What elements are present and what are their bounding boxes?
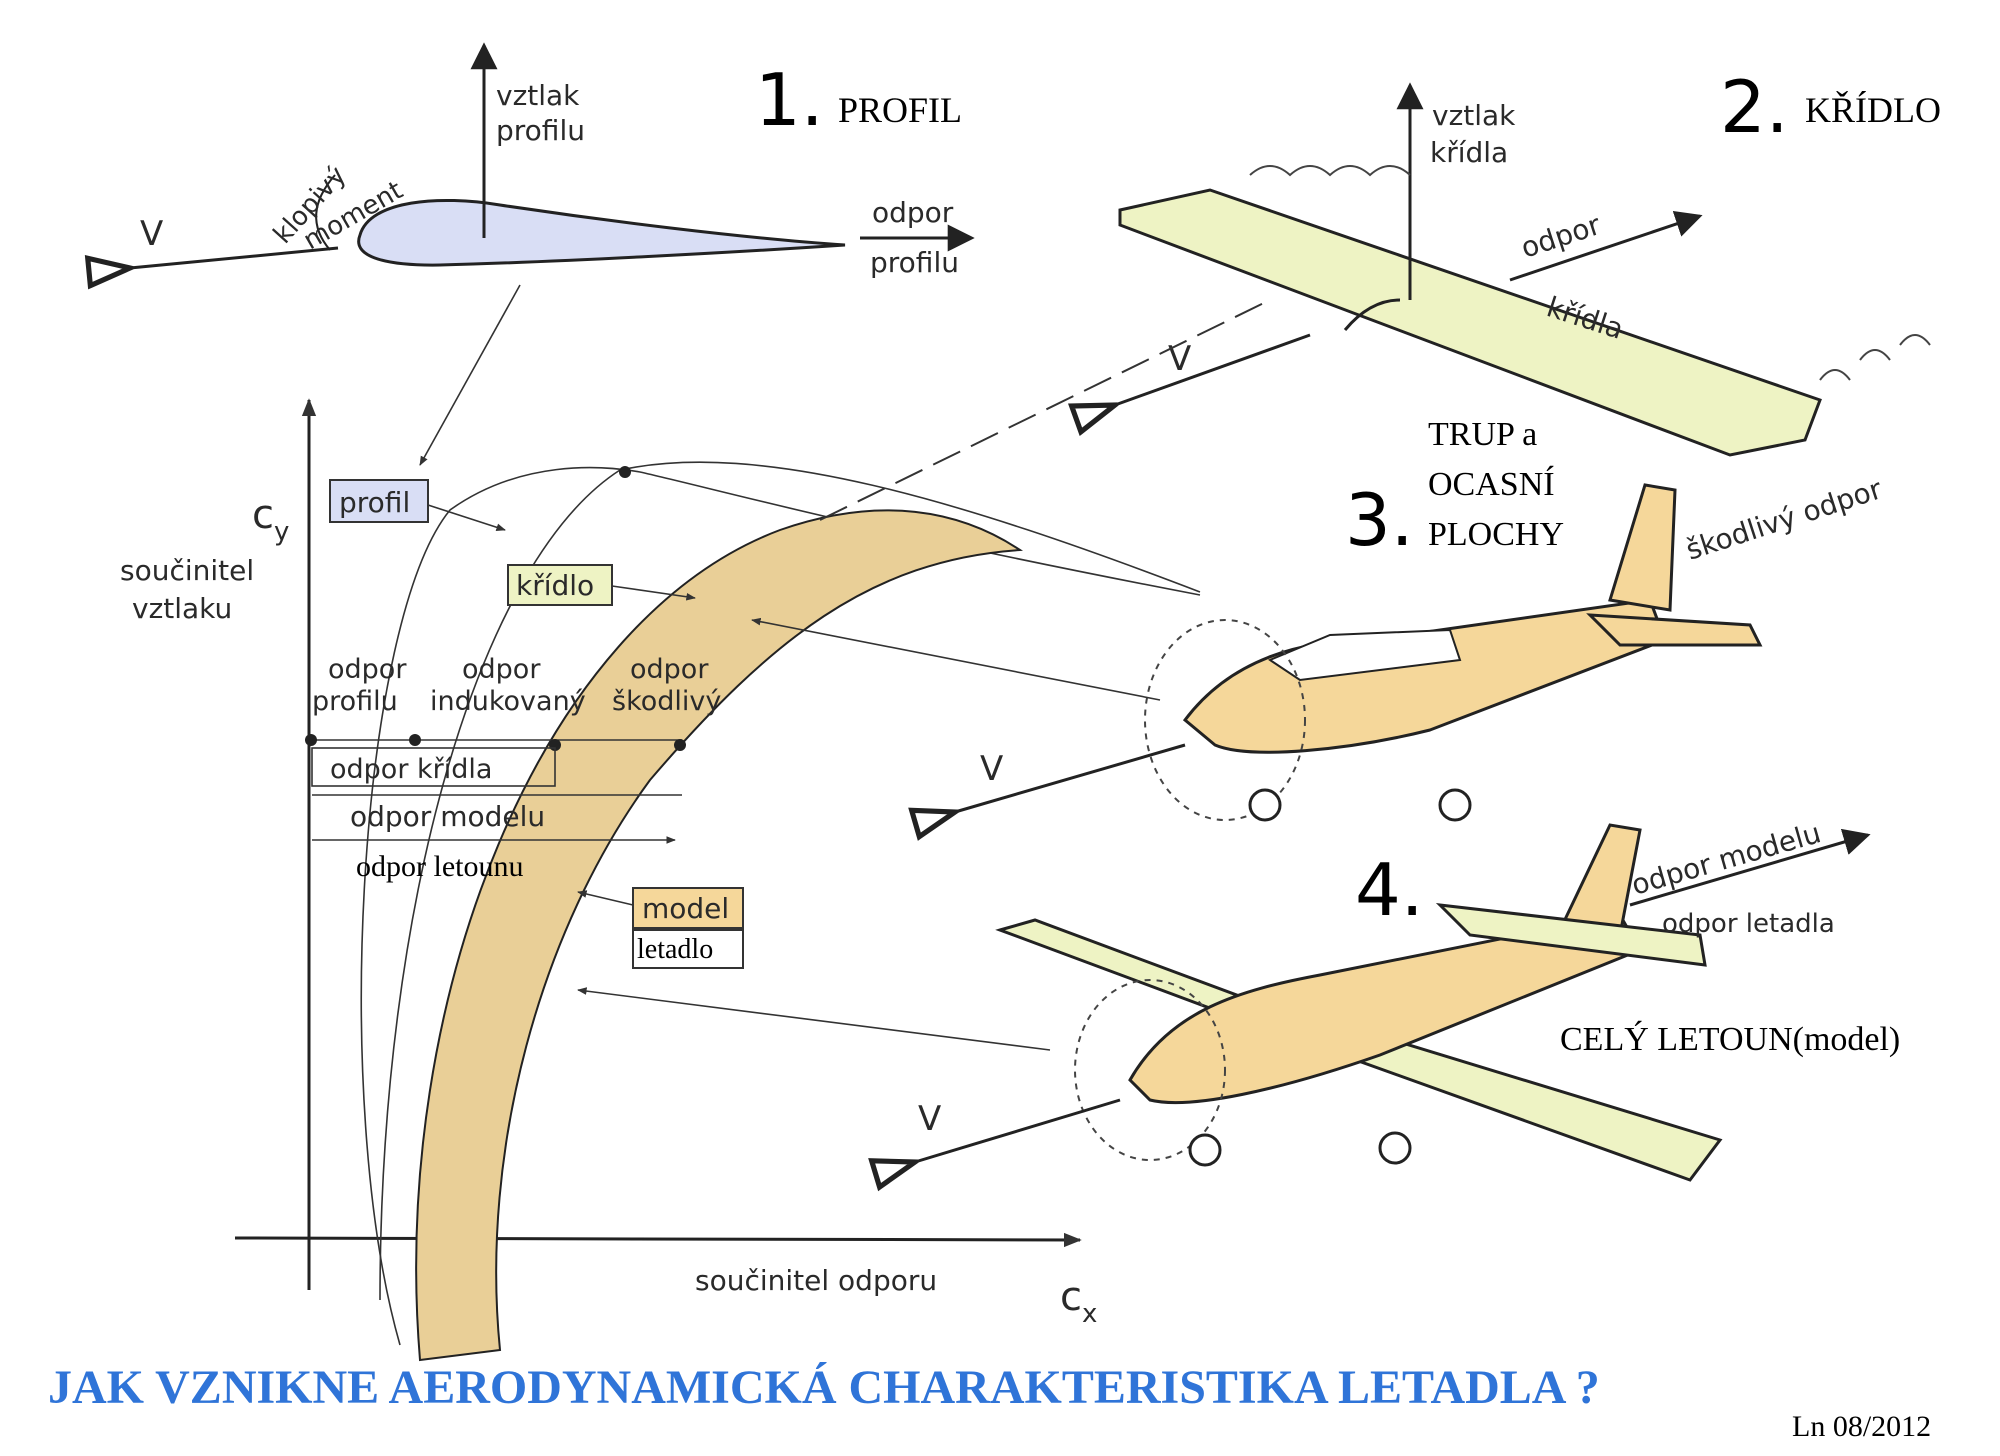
section-3-label-2: OCASNÍ	[1428, 466, 1555, 503]
moment-arc	[315, 174, 336, 251]
col2-label-1: odpor	[462, 654, 541, 685]
tag-model-leader	[577, 890, 634, 906]
page-title: JAK VZNIKNE AERODYNAMICKÁ CHARAKTERISTIK…	[48, 1361, 1600, 1414]
fuselage-v-label: V	[980, 749, 1003, 789]
section-fuselage: 3. TRUP a OCASNÍ PLOCHY V škodlivý odpor	[955, 416, 1886, 820]
bar-letounu: odpor letounu	[356, 850, 523, 883]
link-line-wing	[819, 299, 1271, 521]
wing-lift-label-2: křídla	[1430, 136, 1508, 169]
y-axis-symbol: cy	[252, 492, 289, 547]
wing-vortices	[1249, 165, 1931, 381]
wing-root-rib	[1343, 298, 1401, 331]
tag-profil: profil	[339, 486, 410, 519]
col3-label-2: škodlivý	[612, 686, 721, 717]
link-line-profile	[419, 284, 521, 466]
harmful-drag-label: škodlivý odpor	[1682, 472, 1886, 566]
whole-v-label: V	[918, 1099, 941, 1139]
fuselage-velocity-arrow	[955, 743, 1186, 812]
profile-lift-label: vztlak	[496, 79, 580, 112]
whole-propeller-disc	[1074, 979, 1226, 1161]
wing-velocity-arrow	[1115, 333, 1311, 405]
tag-model: model	[642, 892, 729, 925]
x-axis-symbol: cx	[1060, 1274, 1097, 1329]
section-1-label: PROFIL	[838, 90, 962, 130]
profile-v-label: V	[140, 214, 163, 254]
whole-velocity-arrow	[915, 1098, 1121, 1162]
fuselage-canopy	[1267, 628, 1462, 682]
section-3-number: 3.	[1345, 478, 1414, 562]
polar-graph: cy součinitel vztlaku součinitel odporu …	[120, 284, 1271, 1362]
wing-lift-label: vztlak	[1432, 99, 1516, 132]
section-wing: 2. KŘÍDLO vztlak křídla odpor křídla V	[1115, 65, 1941, 457]
fuselage-fin	[1608, 483, 1677, 612]
col2-label-2: indukovaný	[430, 686, 586, 717]
bar-modelu: odpor modelu	[350, 800, 545, 833]
x-axis-label: součinitel odporu	[695, 1264, 937, 1297]
fuselage-wheel-left	[1248, 788, 1282, 822]
whole-tailplane	[1435, 903, 1707, 967]
col3-label-1: odpor	[630, 654, 709, 685]
drag-point-1	[305, 734, 317, 746]
wing-drag-arrow	[1509, 210, 1703, 282]
bar-kridla: odpor křídla	[330, 754, 492, 785]
whole-fin	[1557, 823, 1642, 937]
whole-wheel-right	[1378, 1131, 1412, 1165]
tag-kridlo-leader	[611, 585, 696, 601]
link-line-fuselage	[751, 617, 1161, 701]
polar-max-dot	[619, 466, 631, 478]
section-3-label-1: TRUP a	[1428, 416, 1537, 453]
tag-letadlo-box	[632, 929, 744, 969]
tag-profil-box	[329, 479, 429, 523]
tag-kridlo: křídlo	[516, 569, 594, 602]
whole-drag-arrow	[1629, 828, 1871, 907]
signature: Ln 08/2012	[1792, 1410, 1931, 1443]
profile-drag-label: odpor	[872, 196, 954, 229]
section-3-label-3: PLOCHY	[1428, 516, 1564, 553]
col1-label-1: odpor	[328, 654, 407, 685]
airfoil-shape	[357, 198, 846, 267]
profile-lift-label-2: profilu	[496, 114, 585, 147]
wing-shape	[1118, 188, 1822, 457]
section-4-label: CELÝ LETOUN(model)	[1560, 1021, 1900, 1058]
y-axis-label-1: součinitel	[120, 554, 254, 587]
tag-profil-leader	[427, 504, 506, 531]
wing-drag-label: odpor	[1517, 208, 1605, 265]
col1-label-2: profilu	[312, 686, 398, 717]
x-axis	[234, 1232, 1082, 1248]
section-4-number: 4.	[1355, 848, 1424, 932]
tag-model-box	[632, 887, 744, 929]
bar-kridla-box	[311, 747, 556, 787]
tag-letadlo: letadlo	[637, 934, 713, 965]
section-2-label: KŘÍDLO	[1805, 90, 1941, 130]
fuselage-propeller-disc	[1144, 619, 1306, 821]
fuselage-tailplane	[1586, 613, 1763, 647]
whole-wing-left	[995, 918, 1255, 1012]
whole-drag-aircraft-label: odpor letadla	[1662, 909, 1835, 939]
fuselage-body	[1182, 598, 1667, 754]
wing-v-label: V	[1168, 339, 1191, 379]
drag-point-2	[409, 734, 421, 746]
wing-polar-curve	[379, 461, 1201, 1301]
drag-point-4	[674, 739, 686, 751]
tag-kridlo-box	[507, 564, 613, 606]
profile-drag-label-2: profilu	[870, 246, 959, 279]
section-whole: 4. CELÝ LETOUN(model) V odpor modelu odp…	[915, 816, 1900, 1180]
fuselage-wheel-right	[1438, 788, 1472, 822]
y-axis-label-2: vztlaku	[132, 592, 232, 625]
section-profile: 1. PROFIL vztlak profilu V klopivý momen…	[130, 42, 975, 279]
section-2-number: 2.	[1720, 65, 1789, 149]
section-1-number: 1.	[755, 58, 824, 142]
whole-wheel-left	[1188, 1133, 1222, 1167]
link-line-whole	[577, 987, 1051, 1051]
velocity-arrow	[130, 246, 339, 268]
whole-drag-model-label: odpor modelu	[1628, 816, 1825, 902]
